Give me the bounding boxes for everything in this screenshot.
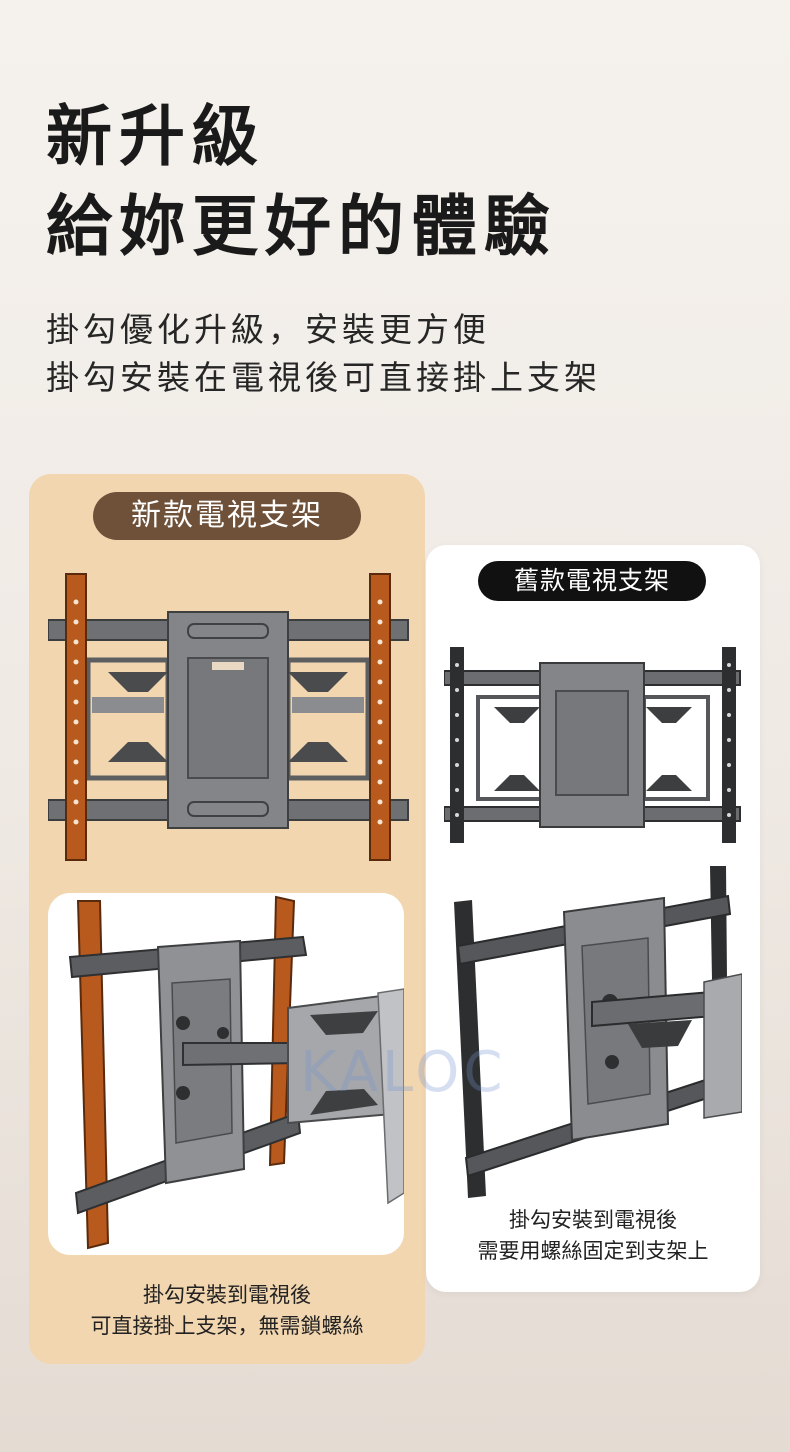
old-model-caption: 掛勾安裝到電視後 需要用螺絲固定到支架上: [426, 1205, 760, 1267]
old-bracket-angled-illustration: [454, 866, 742, 1198]
headline-line-1: 新升級: [46, 98, 265, 175]
left-hook-bar: [65, 573, 87, 861]
new-caption-line-1: 掛勾安裝到電視後: [143, 1283, 311, 1307]
headline-line-2: 給妳更好的體驗: [46, 188, 557, 265]
new-model-badge: 新款電視支架: [93, 492, 361, 540]
subline: 掛勾優化升級，安裝更方便 掛勾安裝在電視後可直接掛上支架: [46, 306, 601, 402]
new-bracket-photo-card: [48, 893, 404, 1255]
old-model-badge: 舊款電視支架: [478, 561, 706, 601]
subline-line-2: 掛勾安裝在電視後可直接掛上支架: [46, 358, 601, 397]
old-bracket-front-illustration: [444, 647, 741, 843]
new-caption-line-2: 可直接掛上支架，無需鎖螺絲: [90, 1314, 364, 1338]
new-model-caption: 掛勾安裝到電視後 可直接掛上支架，無需鎖螺絲: [29, 1280, 425, 1342]
right-hook-bar: [369, 573, 391, 861]
new-bracket-front-illustration: [48, 573, 409, 861]
headline: 新升級 給妳更好的體驗: [46, 92, 557, 272]
old-caption-line-1: 掛勾安裝到電視後: [509, 1208, 677, 1232]
new-bracket-angled-illustration: [68, 895, 404, 1250]
subline-line-1: 掛勾優化升級，安裝更方便: [46, 310, 490, 349]
old-caption-line-2: 需要用螺絲固定到支架上: [477, 1239, 709, 1263]
